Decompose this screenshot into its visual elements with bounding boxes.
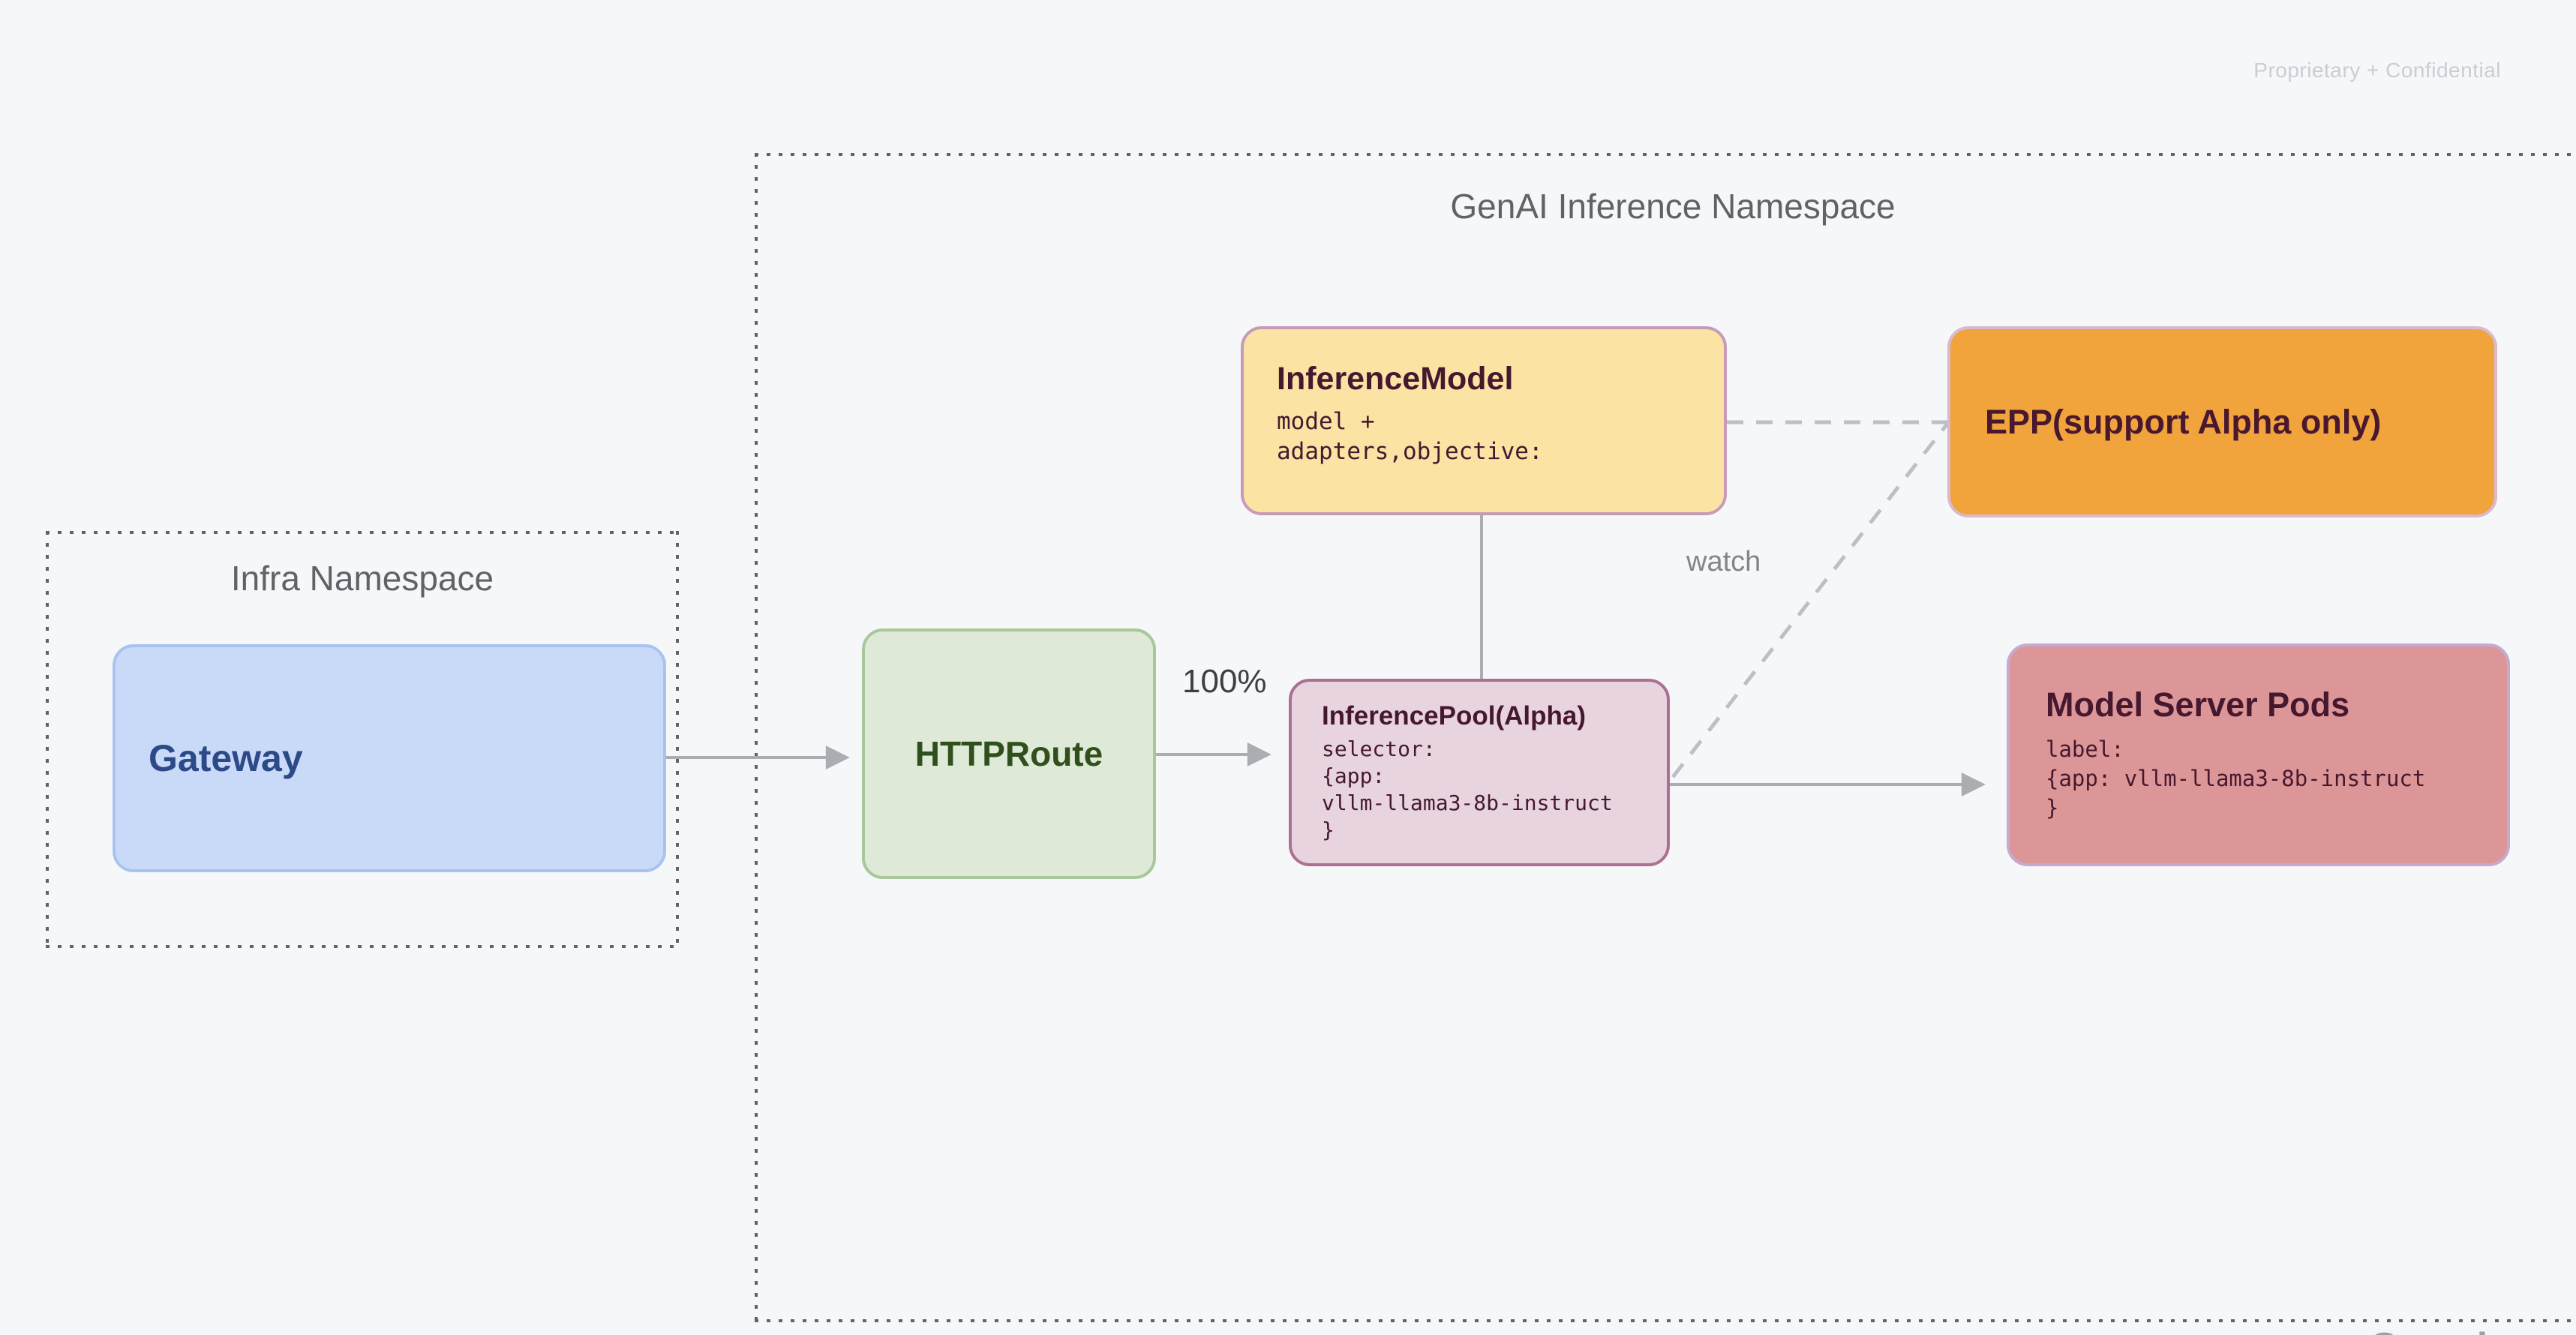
inference-pool-code-line: vllm-llama3-8b-instruct	[1322, 790, 1613, 815]
inference-model-code-line: model +	[1277, 408, 1375, 435]
infra-box-border-left	[46, 531, 49, 948]
google-logo-partial: Google	[2369, 1324, 2512, 1335]
inference-pool-code-line: }	[1322, 818, 1335, 842]
model-server-pods-code-line: }	[2046, 795, 2059, 820]
infra-box-border-right	[676, 531, 679, 948]
infra-box-border-top	[46, 531, 679, 534]
infra-namespace-title: Infra Namespace	[230, 559, 494, 598]
inference-pool-code-line: selector:	[1322, 736, 1436, 761]
model-server-pods-code-line: {app: vllm-llama3-8b-instruct	[2046, 766, 2426, 791]
gateway-node: Gateway	[113, 644, 666, 872]
httproute-label: HTTPRoute	[914, 734, 1103, 773]
genai-inference-namespace-box: GenAI Inference Namespace	[755, 153, 2576, 1322]
infra-namespace-box: Infra Namespace	[46, 531, 679, 948]
inference-pool-title: InferencePool(Alpha)	[1322, 701, 1586, 730]
genai-box-border-left	[755, 153, 758, 1322]
httproute-node: HTTPRoute	[862, 628, 1156, 879]
infra-box-border-bottom	[46, 945, 679, 948]
inference-pool-node: InferencePool(Alpha) selector: {app: vll…	[1289, 679, 1670, 866]
inference-model-node: InferenceModel model + adapters,objectiv…	[1241, 326, 1727, 515]
genai-box-border-top	[755, 153, 2576, 156]
inference-model-title: InferenceModel	[1277, 361, 1514, 397]
genai-namespace-title: GenAI Inference Namespace	[1450, 187, 1896, 226]
confidentiality-watermark: Proprietary + Confidential	[2253, 58, 2501, 82]
route-weight-label: 100%	[1182, 663, 1267, 700]
watch-label: watch	[1686, 546, 1761, 578]
epp-node: EPP(support Alpha only)	[1947, 326, 2497, 518]
model-server-pods-code-line: label:	[2046, 736, 2124, 762]
genai-box-border-bottom	[755, 1319, 2576, 1322]
epp-label: EPP(support Alpha only)	[1985, 402, 2382, 441]
model-server-pods-title: Model Server Pods	[2046, 686, 2350, 724]
inference-pool-code-line: {app:	[1322, 764, 1386, 788]
inference-model-code-line: adapters,objective:	[1277, 438, 1543, 465]
gateway-label: Gateway	[149, 737, 303, 779]
model-server-pods-node: Model Server Pods label: {app: vllm-llam…	[2007, 644, 2510, 866]
